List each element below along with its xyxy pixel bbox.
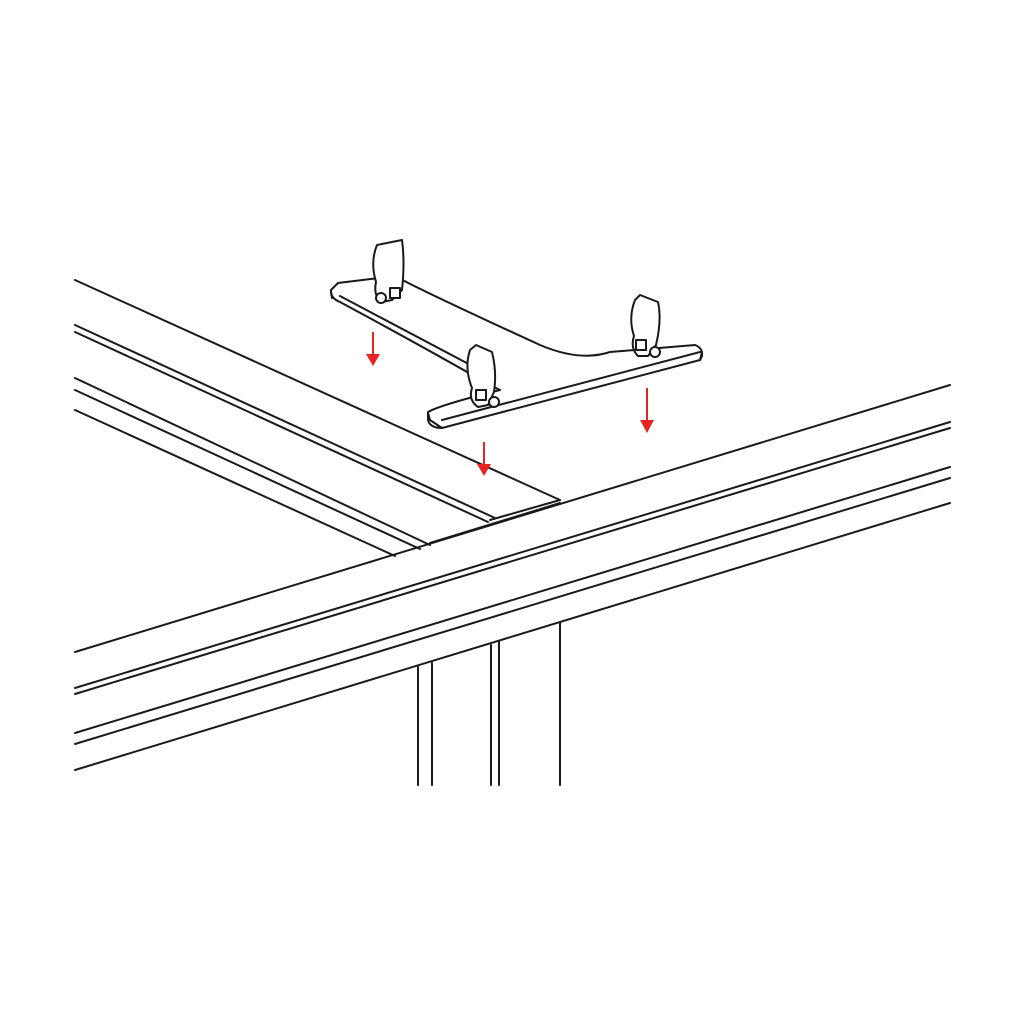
side-beam [74,279,561,557]
clip-back-right [630,294,661,358]
clip-front [466,344,500,408]
clip-back-left [372,239,405,304]
down-arrow-icon [366,332,380,366]
placement-arrows [366,332,654,476]
vertical-post [417,622,561,786]
down-arrow-icon [477,442,491,476]
front-beam [74,384,951,771]
down-arrow-icon [640,388,654,433]
